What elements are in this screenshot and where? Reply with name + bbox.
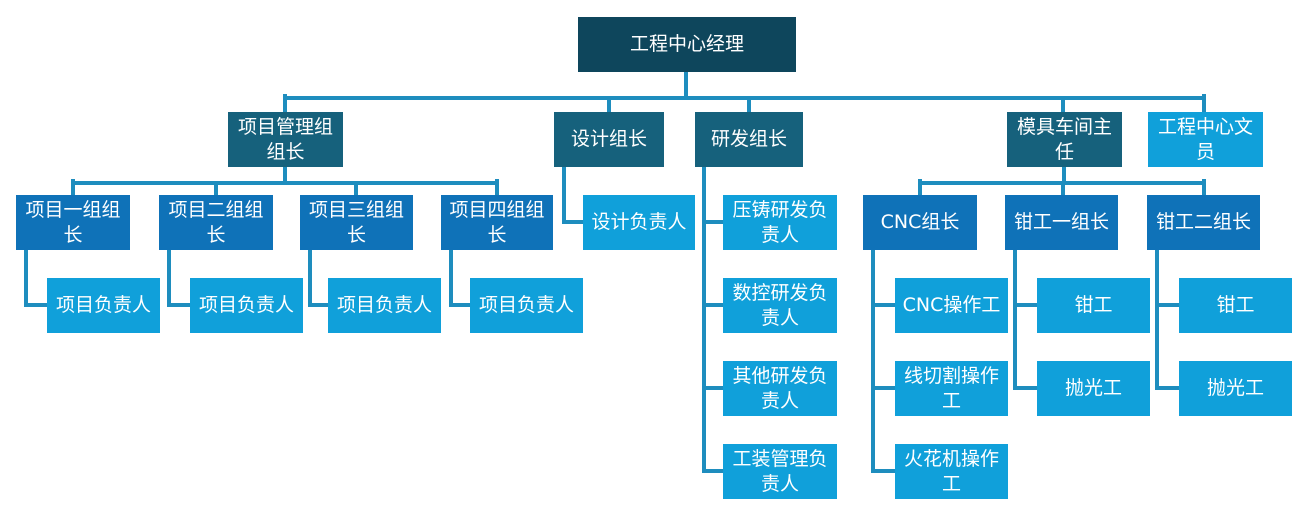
node-diecast-rd-owner: 压铸研发负责人 [723, 195, 837, 250]
node-project-team-1-lead: 项目一组组长 [16, 195, 130, 250]
node-design-owner: 设计负责人 [583, 195, 695, 250]
node-engineering-center-clerk: 工程中心文员 [1148, 112, 1263, 167]
node-fitter-1: 钳工 [1037, 278, 1150, 333]
node-fitter-team-1-lead: 钳工一组长 [1005, 195, 1118, 250]
node-cnc-lead: CNC组长 [863, 195, 977, 250]
node-polisher-1: 抛光工 [1037, 361, 1150, 416]
node-project-owner-3: 项目负责人 [328, 278, 441, 333]
node-project-management-group-lead: 项目管理组组长 [228, 112, 343, 167]
connector-workshop-to-groups [918, 165, 1206, 197]
node-rd-lead: 研发组长 [695, 112, 803, 167]
node-wire-cut-operator: 线切割操作工 [895, 361, 1008, 416]
node-project-team-2-lead: 项目二组组长 [159, 195, 273, 250]
connector-team4-to-owner [449, 248, 472, 307]
connector-team3-to-owner [308, 248, 330, 307]
node-polisher-2: 抛光工 [1179, 361, 1292, 416]
connector-team1-to-owner [24, 248, 49, 307]
connector-team2-to-owner [167, 248, 192, 307]
node-engineering-center-manager: 工程中心经理 [578, 17, 796, 72]
node-fitter-2: 钳工 [1179, 278, 1292, 333]
node-edm-operator: 火花机操作工 [895, 444, 1008, 499]
node-project-team-4-lead: 项目四组组长 [441, 195, 553, 250]
connector-pm-to-teams [71, 165, 499, 197]
connector-rd-to-members [702, 165, 725, 473]
node-nc-rd-owner: 数控研发负责人 [723, 278, 837, 333]
node-project-owner-1: 项目负责人 [47, 278, 160, 333]
connector-root-to-branches [283, 70, 1206, 114]
connector-fitter2-to-members [1155, 248, 1181, 390]
node-project-owner-4: 项目负责人 [470, 278, 583, 333]
connector-cnc-to-members [871, 248, 897, 473]
node-fitter-team-2-lead: 钳工二组长 [1147, 195, 1260, 250]
connector-fitter1-to-members [1013, 248, 1039, 390]
node-cnc-operator: CNC操作工 [895, 278, 1008, 333]
connector-design-to-owner [562, 165, 585, 224]
node-project-owner-2: 项目负责人 [190, 278, 303, 333]
node-design-lead: 设计组长 [554, 112, 664, 167]
node-other-rd-owner: 其他研发负责人 [723, 361, 837, 416]
node-project-team-3-lead: 项目三组组长 [300, 195, 413, 250]
node-mold-workshop-director: 模具车间主任 [1007, 112, 1122, 167]
node-tooling-management-owner: 工装管理负责人 [723, 444, 837, 499]
